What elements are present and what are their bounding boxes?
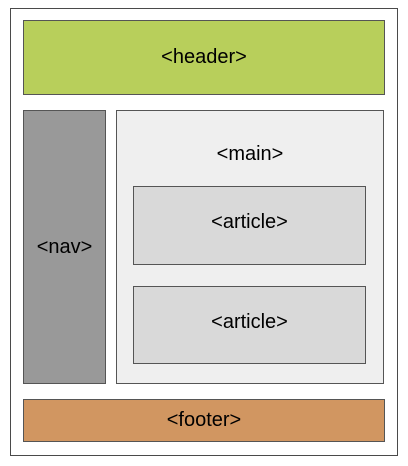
- article-block: <article>: [133, 186, 366, 265]
- footer-block: <footer>: [23, 399, 385, 442]
- footer-label: <footer>: [166, 409, 242, 431]
- header-block: <header>: [23, 20, 385, 95]
- main-label: <main>: [216, 143, 284, 165]
- article-label: <article>: [211, 311, 288, 333]
- article-label: <article>: [211, 211, 288, 233]
- nav-block: <nav>: [23, 110, 106, 384]
- nav-label: <nav>: [36, 235, 93, 258]
- article-block: <article>: [133, 286, 366, 364]
- header-label: <header>: [161, 46, 247, 68]
